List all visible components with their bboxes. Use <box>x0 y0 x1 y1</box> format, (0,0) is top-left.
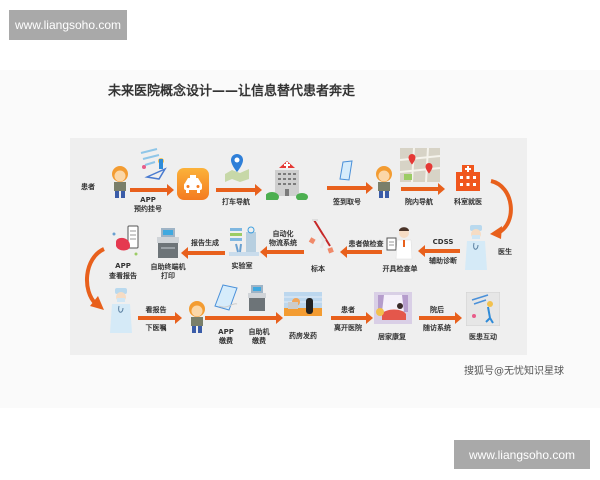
specimen-tube-icon <box>308 219 334 254</box>
label-lab: 实验室 <box>231 262 253 270</box>
arrow-specimen-to-lab <box>260 246 304 258</box>
label-kiosk-pay-2: 缴费 <box>252 337 266 345</box>
department-icon <box>456 165 480 191</box>
watermark-top: www.liangsoho.com <box>9 10 127 40</box>
label-followup-2: 随访系统 <box>423 324 451 332</box>
patient-icon <box>376 166 392 198</box>
source-caption: 搜狐号@无忧知识星球 <box>464 366 564 377</box>
doctor-clipboard-icon <box>386 227 413 260</box>
pharmacy-icon <box>284 292 322 316</box>
label-logistics-1: 自动化 <box>272 230 294 238</box>
app-payment-phone-icon <box>214 284 238 311</box>
label-leave-1: 患者 <box>341 306 355 314</box>
label-checkin: 签到取号 <box>333 198 361 206</box>
kiosk-printer-icon <box>157 228 179 258</box>
doctor-patient-interaction-icon <box>466 292 500 326</box>
home-recovery-icon <box>374 292 412 324</box>
label-app-report-1: APP <box>115 262 131 270</box>
app-report-icon <box>112 225 139 256</box>
curved-arrow-to-doctor <box>490 179 513 239</box>
diagram-title: 未来医院概念设计——让信息替代患者奔走 <box>108 84 356 99</box>
patient-icon <box>189 301 205 333</box>
label-patient-exam: 患者做检查 <box>348 240 384 248</box>
arrow-exam-to-specimen <box>340 246 382 258</box>
label-app-booking-2: 预约挂号 <box>134 205 162 213</box>
arrow-lab-to-kiosk <box>181 247 225 259</box>
arrow-home-to-interaction <box>419 312 462 324</box>
label-exam-order: 开具检查单 <box>382 265 418 273</box>
label-cdss-assist: 辅助诊断 <box>429 257 457 265</box>
label-place-order: 下医嘱 <box>145 324 167 332</box>
doctor-icon <box>465 225 487 270</box>
label-taxi-nav: 打车导航 <box>222 198 250 206</box>
arrow-patient-to-pharmacy <box>205 312 283 324</box>
arrow-doctor-to-patient <box>138 312 182 324</box>
label-app-report-2: 查看报告 <box>109 272 137 280</box>
label-app-booking-1: APP <box>140 196 156 204</box>
label-home-recovery: 居家康复 <box>378 333 406 341</box>
arrow-patient-to-dept <box>401 183 445 195</box>
label-specimen: 标本 <box>311 265 325 273</box>
label-app-pay-1: APP <box>218 328 234 336</box>
label-followup-1: 院后 <box>430 306 444 314</box>
label-leave-2: 离开医院 <box>334 324 362 332</box>
patient-icon <box>112 166 128 198</box>
arrow-taxi-to-hospital <box>216 184 262 196</box>
label-logistics-2: 物流系统 <box>269 239 297 247</box>
laboratory-icon <box>229 226 259 256</box>
label-kiosk-print-1: 自助终端机 <box>150 263 186 271</box>
map-pin-icon <box>225 154 249 182</box>
arrow-doctor-to-exam-order <box>418 245 460 257</box>
arrow-patient-to-taxi <box>130 184 174 196</box>
doctor-icon <box>110 288 132 333</box>
label-doctor: 医生 <box>498 248 512 256</box>
arrow-pharmacy-to-home <box>331 312 373 324</box>
label-view-report: 看报告 <box>145 306 167 314</box>
indoor-map-icon <box>400 148 440 182</box>
checkin-phone-icon <box>339 160 353 181</box>
label-report-gen: 报告生成 <box>191 239 219 247</box>
arrow-hospital-to-checkin <box>327 182 373 194</box>
label-cdss: CDSS <box>432 238 454 246</box>
label-kiosk-pay-1: 自助机 <box>248 328 270 336</box>
label-indoor-nav: 院内导航 <box>405 198 433 206</box>
label-patient: 患者 <box>81 183 95 191</box>
hospital-building-icon <box>266 161 308 200</box>
taxi-app-icon <box>177 168 209 200</box>
label-kiosk-print-2: 打印 <box>161 272 175 280</box>
watermark-bottom: www.liangsoho.com <box>454 440 590 469</box>
app-booking-icon <box>140 148 167 180</box>
curved-arrow-to-doctor-left <box>84 247 106 310</box>
label-pharmacy: 药房发药 <box>289 332 317 340</box>
label-interaction: 医患互动 <box>469 333 497 341</box>
kiosk-payment-icon <box>248 285 266 311</box>
label-dept-visit: 科室就医 <box>454 198 482 206</box>
label-app-pay-2: 缴费 <box>219 337 233 345</box>
